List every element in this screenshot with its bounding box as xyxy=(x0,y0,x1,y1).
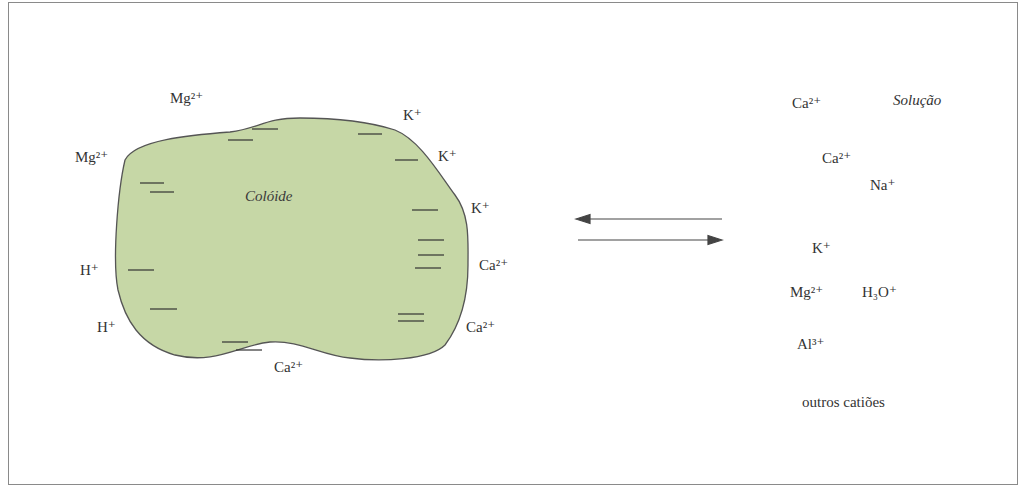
cation-label: Ca²⁺ xyxy=(274,358,303,376)
cation-label: outros catiões xyxy=(802,393,885,411)
cation-label: Ca²⁺ xyxy=(479,256,508,274)
cation-label: K⁺ xyxy=(403,106,422,124)
colloid-shape xyxy=(110,105,490,380)
cation-label: Ca²⁺ xyxy=(822,149,851,167)
cation-label: Mg²⁺ xyxy=(170,89,203,107)
cation-label: Ca²⁺ xyxy=(792,94,821,112)
cation-label: H⁺ xyxy=(80,261,99,279)
region-label: Solução xyxy=(893,91,941,109)
equilibrium-arrows xyxy=(576,215,722,245)
cation-label: H₃O⁺ xyxy=(862,283,897,301)
cation-label: K⁺ xyxy=(471,199,490,217)
cation-label: Na⁺ xyxy=(870,176,895,194)
cation-label: Al³⁺ xyxy=(797,335,824,353)
cation-label: K⁺ xyxy=(438,147,457,165)
cation-label: Mg²⁺ xyxy=(75,148,108,166)
cation-label: H⁺ xyxy=(97,318,116,336)
colloid-particle: Colóide xyxy=(110,105,490,380)
cation-label: Mg²⁺ xyxy=(790,283,823,301)
cation-label: K⁺ xyxy=(812,239,831,257)
frame-border xyxy=(9,3,1018,485)
colloid-label: Colóide xyxy=(245,187,293,205)
cation-label: Ca²⁺ xyxy=(466,318,495,336)
